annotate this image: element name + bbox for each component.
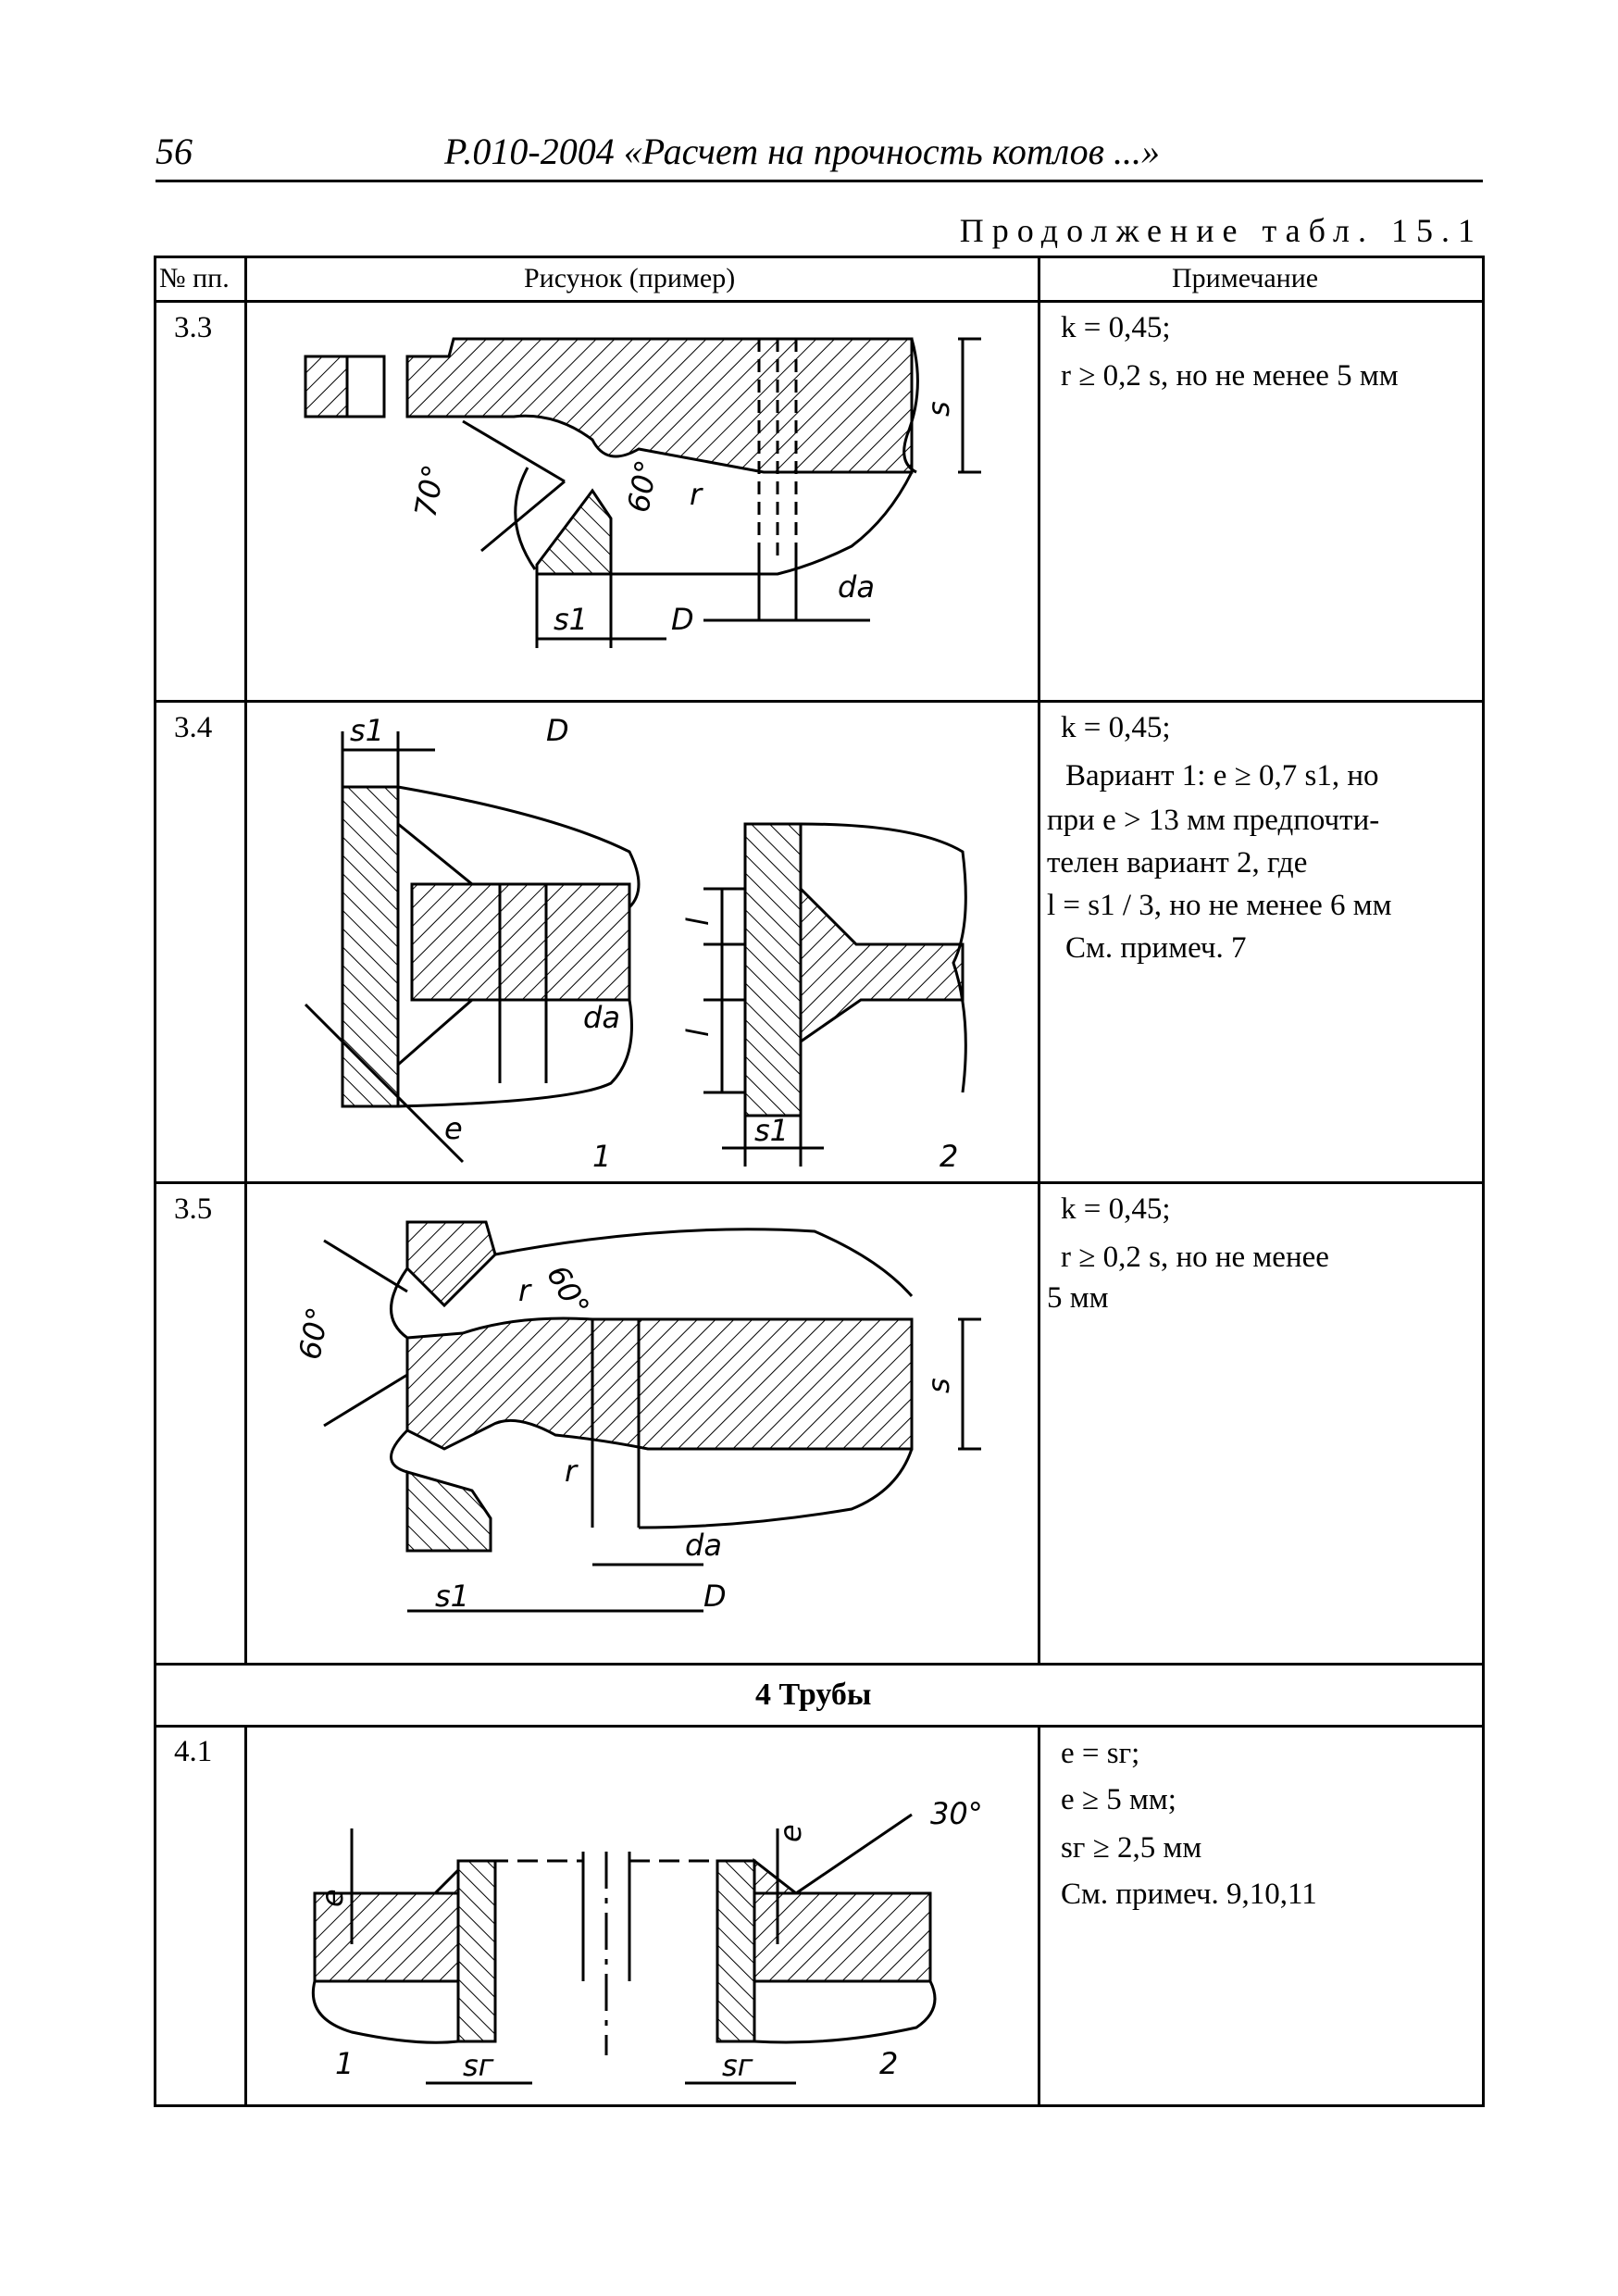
note-line: Вариант 1: e ≥ 0,7 s1, но <box>1065 759 1379 792</box>
col-divider-1b <box>244 1725 247 2107</box>
dim-label-D: D <box>671 602 694 637</box>
dim-label-r: r <box>518 1273 532 1308</box>
dim-label-sg: sг <box>463 2048 494 2083</box>
table-continuation-caption: Продолжение табл. 15.1 <box>959 212 1483 249</box>
dim-label-s: s <box>921 1378 956 1393</box>
dim-label-sg: sг <box>722 2048 753 2083</box>
dim-label-s1: s1 <box>350 713 384 748</box>
dim-label-da: da <box>583 1000 620 1035</box>
dim-label-D: D <box>703 1578 727 1614</box>
note-line: r ≥ 0,2 s, но не менее 5 мм <box>1061 359 1399 393</box>
dim-label-l: l <box>680 917 716 926</box>
dim-label-r: r <box>690 477 703 512</box>
row-separator-1 <box>154 700 1485 703</box>
dim-label-s1: s1 <box>435 1578 469 1614</box>
col-header-number: № пп. <box>159 263 230 293</box>
col-header-figure: Рисунок (пример) <box>524 263 736 293</box>
angle-label: 70° <box>407 462 451 519</box>
dim-label-s1: s1 <box>554 602 588 637</box>
dim-label-s: s <box>921 401 956 417</box>
col-header-note: Примечание <box>1172 263 1319 293</box>
note-line: См. примеч. 7 <box>1065 931 1247 965</box>
dim-label-e: e <box>773 1824 808 1842</box>
note-line: e ≥ 5 мм; <box>1061 1783 1176 1816</box>
variant-label: 1 <box>592 1139 611 1174</box>
col-divider-2 <box>1038 256 1040 1663</box>
table: № пп. Рисунок (пример) Примечание 3.3 3.… <box>154 256 1485 2107</box>
note-line: l = s1 / 3, но не менее 6 мм <box>1047 889 1392 922</box>
table-border-top <box>154 256 1485 258</box>
note-line: k = 0,45; <box>1061 1192 1171 1226</box>
col-divider-1 <box>244 256 247 1663</box>
header-rule <box>156 180 1483 182</box>
variant-label: 2 <box>940 1139 958 1174</box>
row-separator-4 <box>154 1725 1485 1728</box>
dim-label-D: D <box>546 713 569 748</box>
row-separator-2 <box>154 1181 1485 1184</box>
note-line: при e > 13 мм предпочти- <box>1047 804 1380 837</box>
table-border-bottom <box>154 2104 1485 2107</box>
note-line: телен вариант 2, где <box>1047 846 1308 880</box>
dim-label-l: l <box>680 1029 716 1037</box>
figure-3-4: s1 D da e l l s1 1 2 <box>304 713 967 1174</box>
row-number: 3.3 <box>174 311 213 344</box>
variant-label: 2 <box>879 2046 898 2081</box>
note-line: sг ≥ 2,5 мм <box>1061 1831 1202 1865</box>
note-line: k = 0,45; <box>1061 711 1171 744</box>
page-number: 56 <box>156 131 193 172</box>
dim-label-da: da <box>838 569 875 605</box>
figure-4-1: e e 30° sг sг 1 2 <box>311 1796 983 2085</box>
dim-label-da: da <box>685 1528 722 1563</box>
angle-label: 60° <box>620 457 664 515</box>
angle-label: 30° <box>930 1796 983 1831</box>
note-line: k = 0,45; <box>1061 311 1171 344</box>
document-title: Р.010-2004 «Расчет на прочность котлов .… <box>444 131 1161 172</box>
note-line: См. примеч. 9,10,11 <box>1061 1878 1317 1911</box>
dim-label-e: e <box>444 1111 463 1146</box>
row-separator-3 <box>154 1663 1485 1666</box>
dim-label-r: r <box>565 1454 579 1489</box>
row-number: 3.4 <box>174 711 213 744</box>
figure-3-3: 70° 60° r s s1 D da <box>304 337 981 648</box>
angle-label: 60° <box>540 1259 596 1322</box>
note-line: r ≥ 0,2 s, но не менее <box>1061 1241 1329 1274</box>
figure-3-5: 60° 60° r r s s1 da D <box>292 1220 981 1614</box>
dim-label-e: e <box>315 1889 350 1907</box>
section-title: 4 Трубы <box>755 1678 872 1712</box>
variant-label: 1 <box>335 2046 354 2081</box>
note-line: e = sг; <box>1061 1737 1140 1770</box>
header-separator <box>154 300 1485 303</box>
dim-label-s1: s1 <box>754 1113 789 1148</box>
row-number: 4.1 <box>174 1735 213 1768</box>
row-number: 3.5 <box>174 1192 213 1226</box>
angle-label: 60° <box>292 1304 335 1362</box>
col-divider-2b <box>1038 1725 1040 2107</box>
note-line: 5 мм <box>1047 1281 1109 1315</box>
